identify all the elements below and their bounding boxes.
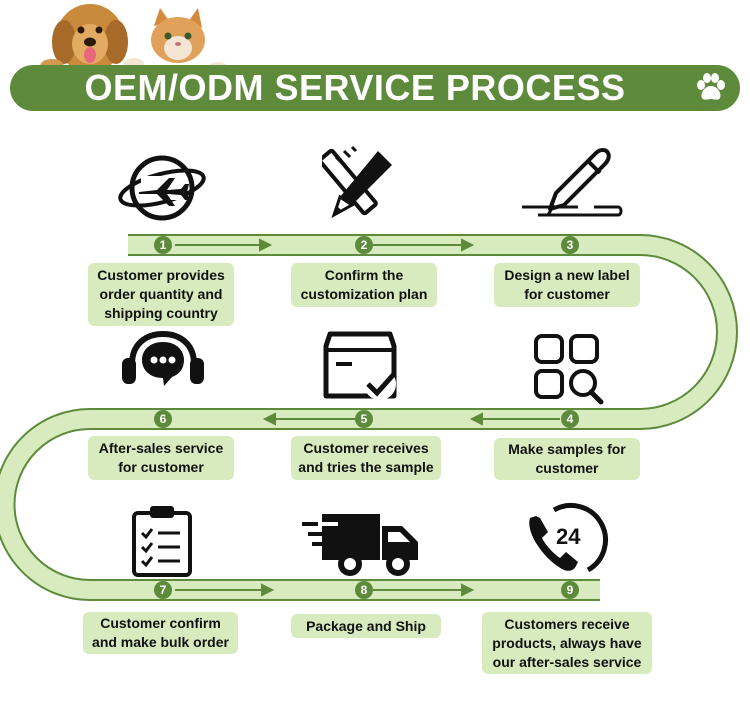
svg-text:24: 24: [556, 524, 581, 549]
box-check-icon: [323, 331, 397, 400]
step-number-4: 4: [561, 410, 579, 428]
step-label-9: Customers receive products, always have …: [482, 612, 652, 674]
step-label-text: Customer provides order quantity and shi…: [97, 267, 225, 321]
step-label-text: Confirm the customization plan: [300, 267, 428, 302]
headset-chat-icon: [122, 330, 204, 386]
step-number-6: 6: [154, 410, 172, 428]
step-number-2: 2: [355, 236, 373, 254]
flow-arrow: [175, 238, 475, 252]
step-number-8: 8: [355, 581, 373, 599]
step-number-1: 1: [154, 236, 172, 254]
delivery-truck-icon: [302, 514, 418, 576]
step-label-text: Package and Ship: [306, 617, 426, 634]
pencil-ruler-icon: [322, 145, 392, 219]
flow-arrow: [262, 412, 560, 426]
flow-arrow: [175, 583, 475, 597]
step-label-text: After-sales service for customer: [98, 440, 224, 475]
step-label-text: Design a new label for customer: [504, 267, 630, 302]
step-number-7: 7: [154, 581, 172, 599]
step-label-2: Confirm the customization plan: [291, 263, 437, 307]
title-banner: OEM/ODM SERVICE PROCESS: [10, 65, 740, 111]
step-label-text: Customer receives and tries the sample: [298, 440, 434, 475]
paw-icon: [697, 73, 725, 100]
step-label-6: After-sales service for customer: [88, 436, 234, 480]
step-label-text: Customers receive products, always have …: [492, 615, 642, 670]
globe-plane-icon: [118, 155, 206, 221]
step-label-1: Customer provides order quantity and shi…: [88, 263, 234, 326]
step-label-text: Customer confirm and make bulk order: [92, 615, 229, 650]
clipboard-checklist-icon: [132, 506, 192, 577]
step-label-8: Package and Ship: [291, 614, 441, 638]
phone-24h-icon: 24: [529, 503, 608, 573]
step-label-3: Design a new label for customer: [494, 263, 640, 307]
step-label-7: Customer confirm and make bulk order: [83, 612, 238, 654]
step-label-text: Make samples for customer: [508, 441, 626, 476]
step-number-3: 3: [561, 236, 579, 254]
pen-signature-icon: [522, 148, 623, 217]
grid-search-icon: [534, 334, 604, 405]
step-label-5: Customer receives and tries the sample: [291, 436, 441, 480]
step-number-9: 9: [561, 581, 579, 599]
step-number-5: 5: [355, 410, 373, 428]
page-title: OEM/ODM SERVICE PROCESS: [84, 67, 626, 108]
step-label-4: Make samples for customer: [494, 438, 640, 480]
